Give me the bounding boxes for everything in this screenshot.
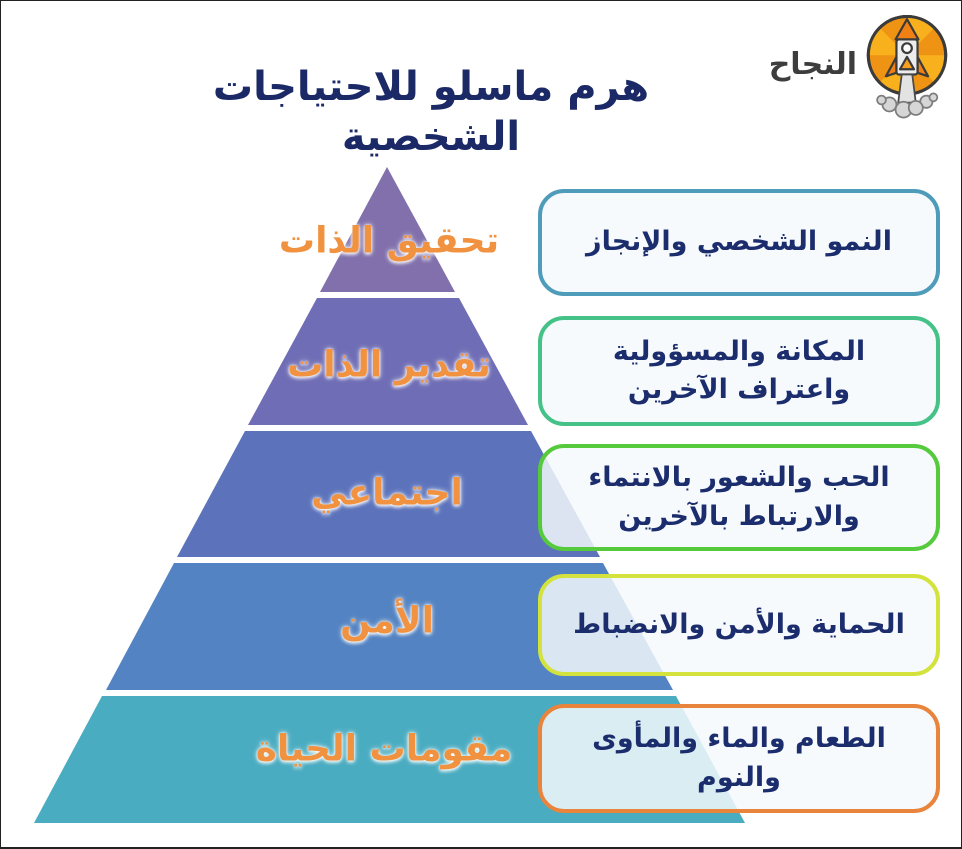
logo: النجاح [767,11,953,123]
need-box-1-text: النمو الشخصي والإنجاز [586,226,892,258]
pyramid-level-4-label: الأمن [340,600,434,642]
pyramid-level-2-shape [248,298,528,425]
logo-text: النجاح [768,47,857,82]
rocket-in-sun-icon [866,14,948,119]
pyramid-level-3-shape [177,431,600,557]
need-box-3: الحب والشعور بالانتماء والارتباط بالآخري… [538,444,940,551]
need-box-4-text: الحماية والأمن والانضباط [573,608,905,640]
pyramid-level-1-shape [320,167,455,292]
need-box-5: الطعام والماء والمأوى والنوم [538,704,940,813]
need-box-2-text: المكانة والمسؤولية واعتراف الآخرين [612,335,866,405]
pyramid-level-2-label: تقدير الذات [287,344,491,386]
pyramid-level-1-label: تحقيق الذات [278,220,500,262]
need-box-2: المكانة والمسؤولية واعتراف الآخرين [538,316,940,426]
page-title: هرم ماسلو للاحتياجات الشخصية [212,63,650,160]
pyramid-level-5-label: مقومات الحياة [255,728,513,770]
need-box-5-text: الطعام والماء والمأوى والنوم [592,723,886,793]
need-box-3-text: الحب والشعور بالانتماء والارتباط بالآخري… [588,462,890,532]
need-box-4: الحماية والأمن والانضباط [538,574,940,676]
pyramid-level-3-label: اجتماعي [311,472,463,514]
pyramid-level-4-shape [106,563,673,690]
need-box-1: النمو الشخصي والإنجاز [538,189,940,296]
